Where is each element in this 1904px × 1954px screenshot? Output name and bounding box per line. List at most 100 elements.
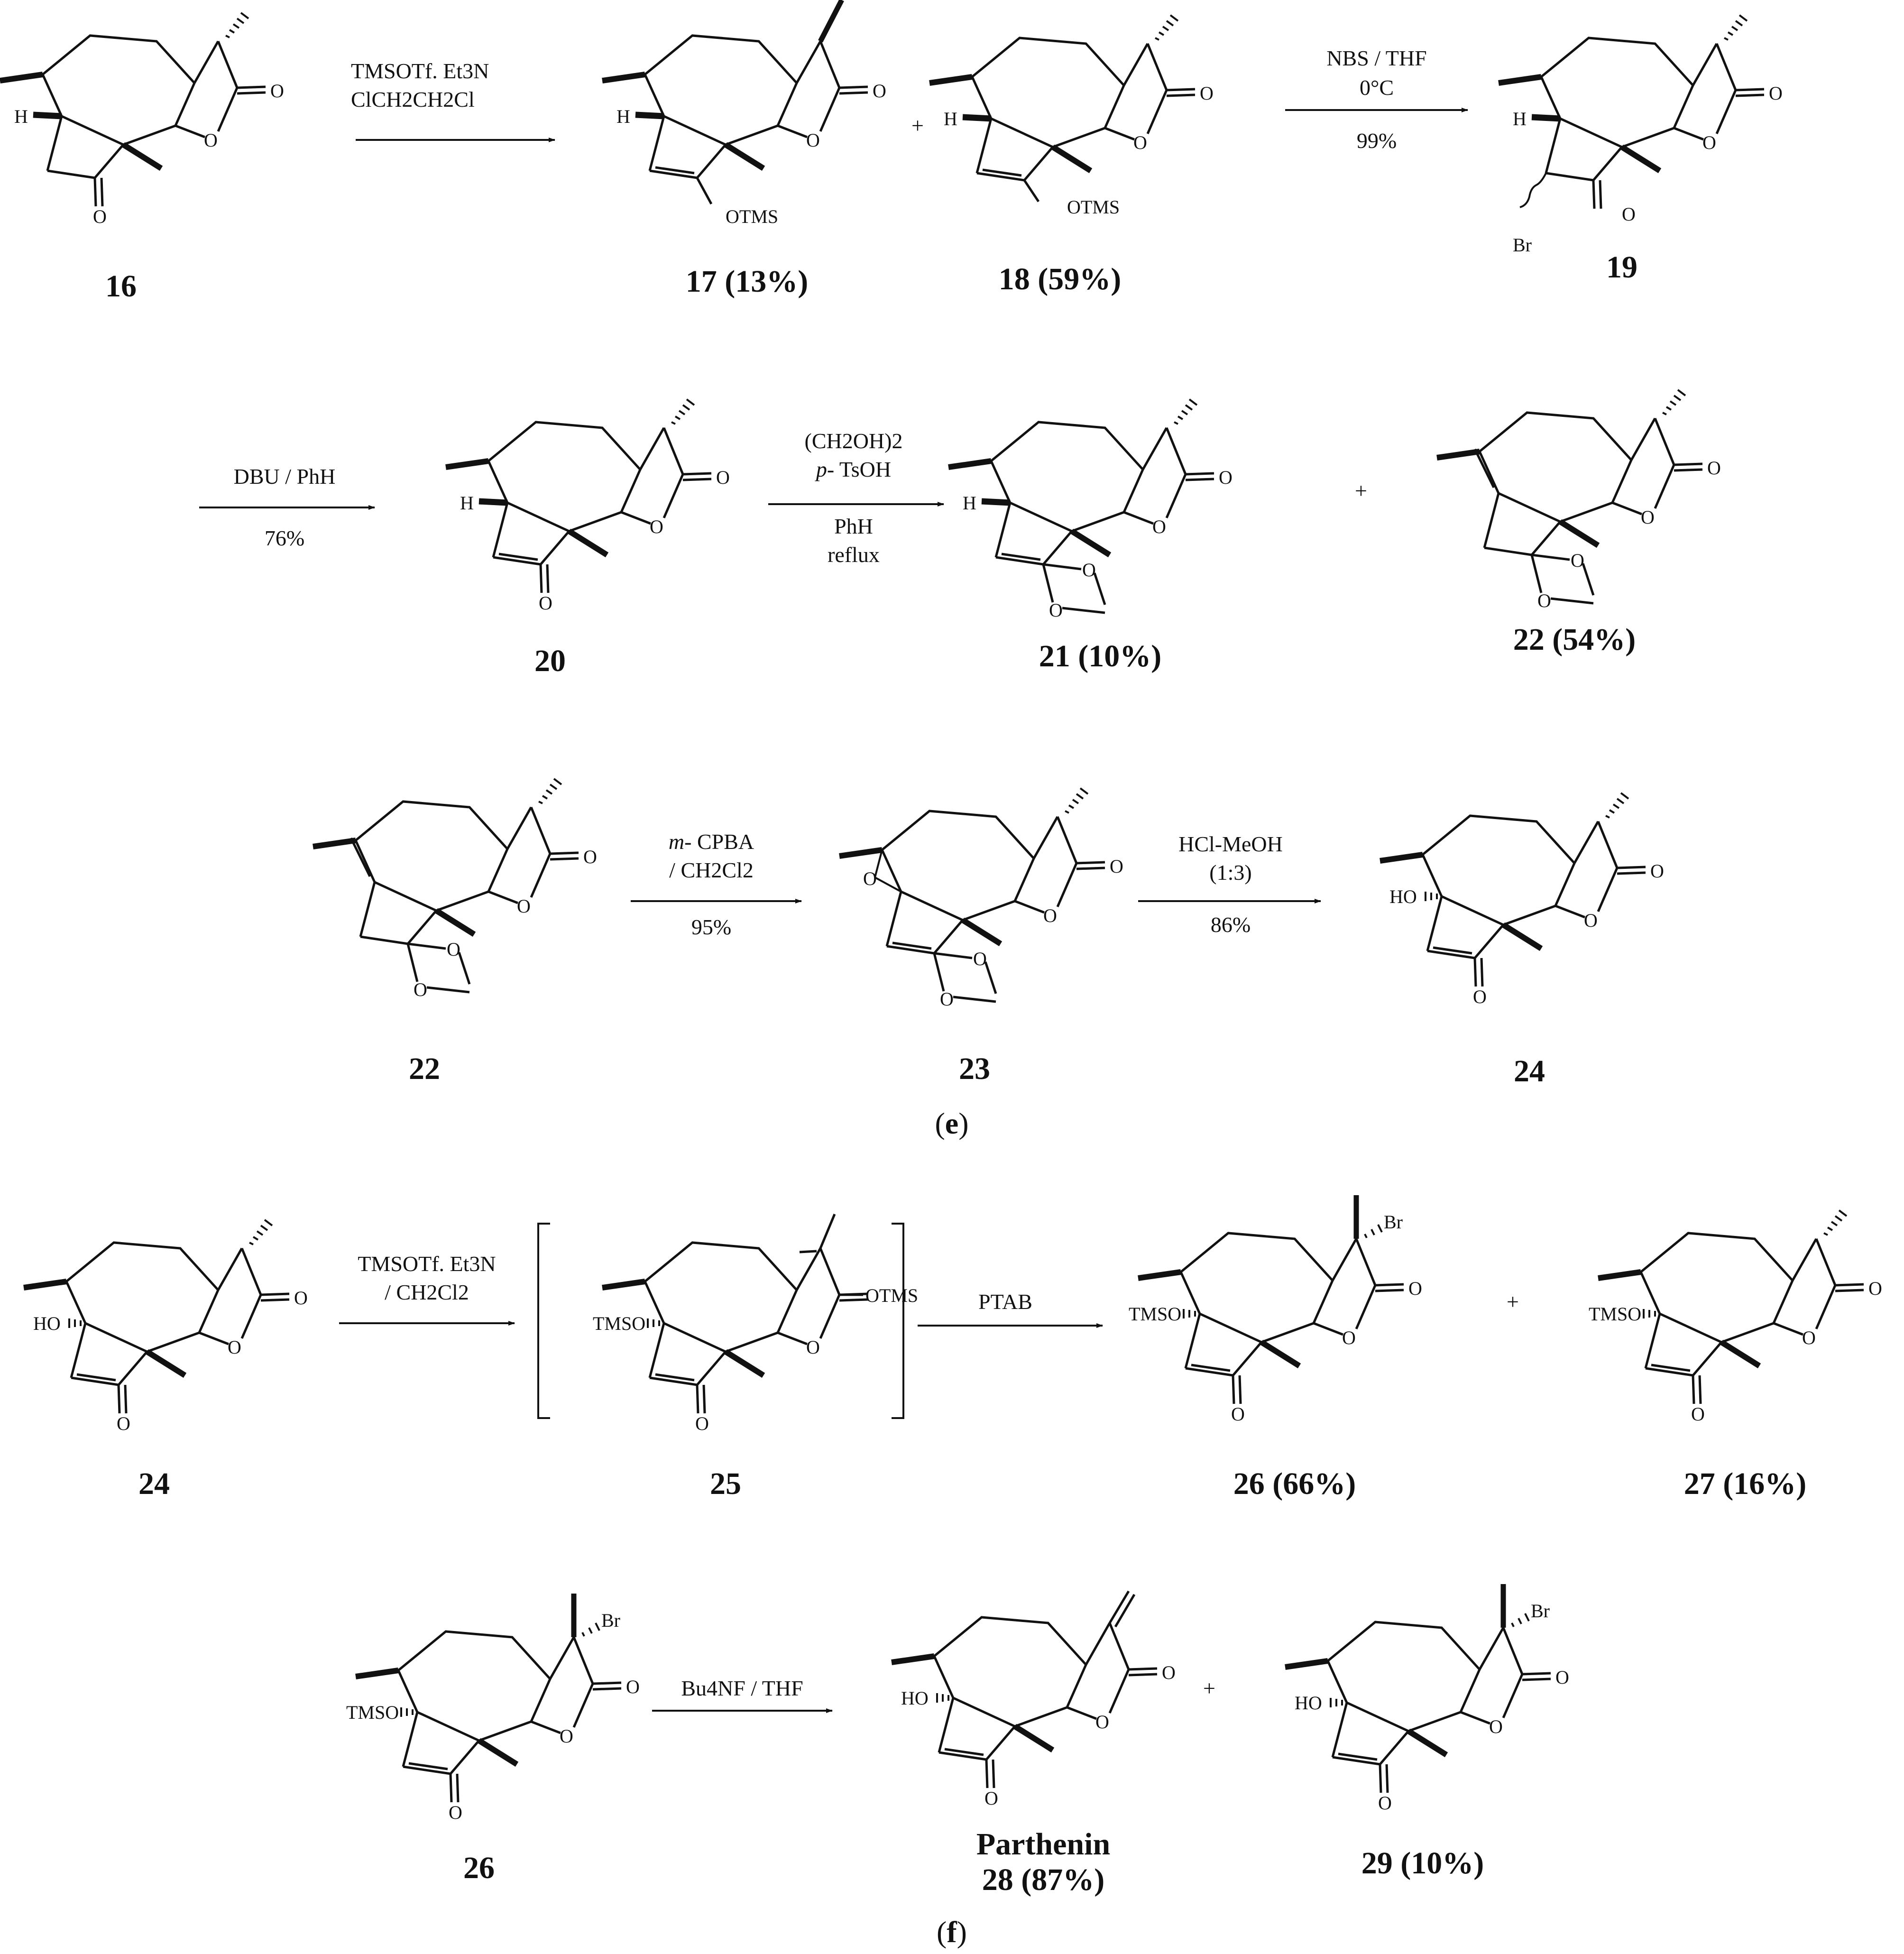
compound-label-27: 27 (16%) bbox=[1684, 1466, 1806, 1501]
compound-label-18: 18 (59%) bbox=[999, 262, 1121, 296]
condition-r5-reagent-rest: CPBA bbox=[691, 830, 754, 854]
structure-22: O O O O bbox=[1437, 389, 1721, 611]
atom-label: O bbox=[1641, 507, 1655, 528]
atom-label: O bbox=[1473, 986, 1487, 1007]
condition-r4-solvent: PhH bbox=[834, 514, 873, 538]
condition-r5-reagent: m- CPBA bbox=[669, 830, 754, 854]
atom-label: O bbox=[447, 939, 460, 960]
atom-label: H bbox=[944, 108, 957, 129]
plus-sign: + bbox=[1507, 1290, 1519, 1314]
atom-label: HO bbox=[1295, 1692, 1322, 1714]
atom-label: O bbox=[1622, 203, 1636, 225]
compound-label-25: 25 bbox=[710, 1466, 741, 1501]
atom-label: O bbox=[449, 1802, 462, 1823]
atom-label: OTMS bbox=[865, 1285, 918, 1306]
atom-label: O bbox=[1043, 905, 1057, 926]
atom-label: O bbox=[1707, 457, 1721, 479]
compound-label-24b: 24 bbox=[138, 1466, 170, 1501]
structure-25: TMSO O OTMS O bbox=[593, 1214, 918, 1434]
condition-r5-yield: 95% bbox=[691, 915, 731, 939]
atom-label: O bbox=[940, 988, 954, 1010]
condition-r4-reagent: (CH2OH)2 bbox=[805, 429, 903, 453]
atom-label: O bbox=[1133, 132, 1147, 153]
compound-label-22: 22 (54%) bbox=[1513, 622, 1636, 657]
atom-label: H bbox=[963, 492, 976, 514]
condition-r5-solvent: / CH2Cl2 bbox=[669, 858, 754, 882]
atom-label: O bbox=[93, 206, 107, 227]
atom-label: O bbox=[1489, 1716, 1503, 1737]
condition-r2-yield: 99% bbox=[1357, 129, 1397, 153]
atom-label: H bbox=[460, 492, 474, 514]
left-bracket bbox=[537, 1223, 550, 1419]
condition-r4-catalyst-rest: TsOH bbox=[834, 457, 891, 481]
structure-28-parthenin: HO O O O bbox=[892, 1590, 1176, 1809]
condition-r1-solvent: ClCH2CH2Cl bbox=[351, 87, 475, 111]
condition-r3-yield: 76% bbox=[265, 526, 304, 550]
atom-label: O bbox=[973, 948, 987, 969]
atom-label: O bbox=[294, 1287, 308, 1309]
atom-label: O bbox=[204, 129, 218, 151]
atom-label: Br bbox=[1531, 1600, 1550, 1622]
compound-label-26: 26 (66%) bbox=[1233, 1466, 1356, 1501]
compound-label-19: 19 bbox=[1606, 250, 1637, 285]
atom-label: O bbox=[1868, 1278, 1882, 1299]
condition-r2-temperature: 0°C bbox=[1360, 75, 1394, 100]
atom-label: O bbox=[1231, 1403, 1245, 1425]
panel-letter: e bbox=[945, 1106, 958, 1140]
structure-18: H O O OTMS bbox=[929, 14, 1214, 218]
atom-label: O bbox=[1162, 1662, 1176, 1683]
atom-label: O bbox=[863, 868, 877, 889]
condition-r5-reagent-prefix: m- bbox=[669, 830, 692, 854]
condition-r6-ratio: (1:3) bbox=[1209, 860, 1251, 885]
plus-sign: + bbox=[1355, 479, 1367, 503]
atom-label: O bbox=[1082, 559, 1096, 581]
atom-label: O bbox=[117, 1413, 130, 1434]
atom-label: HO bbox=[901, 1687, 929, 1709]
condition-r6-yield: 86% bbox=[1211, 912, 1251, 937]
atom-label: O bbox=[873, 80, 886, 101]
condition-r7-reagent: TMSOTf. Et3N bbox=[358, 1252, 496, 1276]
structure-19: H O O O Br bbox=[1499, 14, 1783, 256]
atom-label: O bbox=[1219, 467, 1233, 488]
condition-r2-reagent: NBS / THF bbox=[1326, 46, 1426, 70]
compound-label-21: 21 (10%) bbox=[1039, 639, 1161, 673]
compound-label-23: 23 bbox=[959, 1051, 990, 1086]
atom-label: O bbox=[1049, 599, 1063, 621]
atom-label: O bbox=[414, 979, 427, 1000]
atom-label: TMSO bbox=[346, 1702, 399, 1723]
structure-24: HO O O O bbox=[1380, 792, 1664, 1007]
atom-label: Br bbox=[1384, 1211, 1403, 1233]
atom-label: H bbox=[616, 106, 630, 127]
atom-label: Br bbox=[601, 1610, 620, 1631]
atom-label: O bbox=[270, 80, 284, 101]
paren: ( bbox=[937, 1915, 947, 1949]
compound-label-28: 28 (87%) bbox=[982, 1862, 1104, 1897]
atom-label: O bbox=[1802, 1327, 1816, 1348]
right-bracket bbox=[892, 1223, 904, 1419]
atom-label: O bbox=[1691, 1403, 1705, 1425]
condition-r1-reagent: TMSOTf. Et3N bbox=[351, 59, 489, 83]
atom-label: O bbox=[1769, 83, 1783, 104]
structure-21: H O O O O bbox=[948, 398, 1233, 621]
structure-17: H O O OTMS bbox=[602, 0, 886, 227]
atom-label: O bbox=[1110, 856, 1123, 877]
atom-label: O bbox=[1152, 516, 1166, 537]
compound-label-20: 20 bbox=[534, 644, 566, 678]
atom-label: O bbox=[650, 516, 663, 537]
paren: ) bbox=[957, 1915, 967, 1949]
panel-letter: f bbox=[947, 1915, 957, 1949]
paren: ( bbox=[935, 1106, 945, 1140]
compound-label-16: 16 bbox=[105, 269, 137, 304]
atom-label: O bbox=[1095, 1711, 1109, 1733]
atom-label: O bbox=[1408, 1278, 1422, 1299]
atom-label: O bbox=[695, 1413, 709, 1434]
atom-label: O bbox=[228, 1336, 241, 1358]
atom-label: O bbox=[1571, 550, 1584, 571]
atom-label: O bbox=[806, 1336, 820, 1358]
compound-label-17: 17 (13%) bbox=[686, 264, 808, 299]
structure-23: O O O O O bbox=[839, 787, 1123, 1010]
structure-26: TMSO O O O Br bbox=[1129, 1195, 1422, 1425]
compound-label-26b: 26 bbox=[463, 1851, 495, 1885]
structure-29: HO O O O Br bbox=[1285, 1584, 1569, 1814]
